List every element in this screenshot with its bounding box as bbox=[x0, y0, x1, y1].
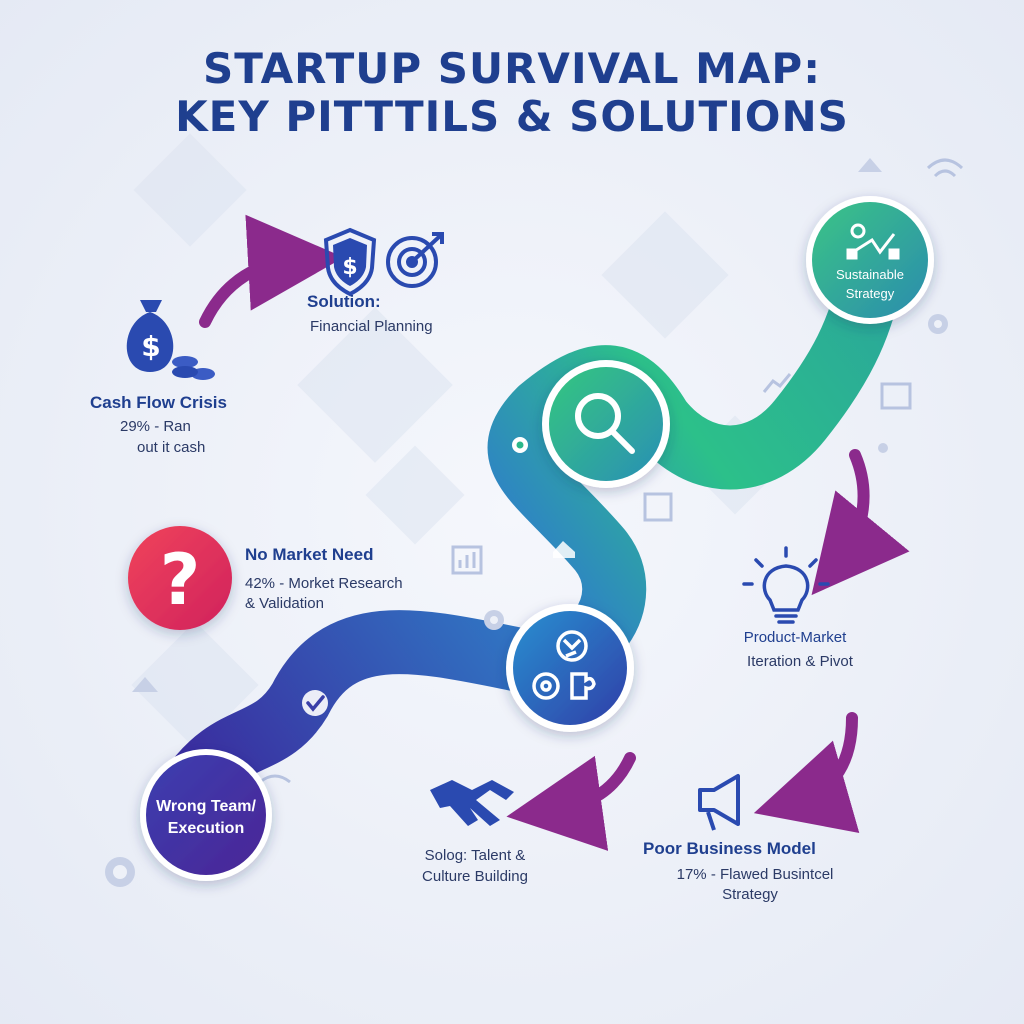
handshake-icon bbox=[430, 780, 514, 826]
ops-circle bbox=[506, 604, 634, 732]
gears-puzzle-icon bbox=[532, 630, 596, 700]
sustainable-line2: Strategy bbox=[845, 286, 895, 301]
market-need-line2: & Validation bbox=[245, 595, 324, 612]
wrong-team-circle bbox=[140, 749, 272, 881]
tent-icons bbox=[132, 158, 882, 692]
gear-icons bbox=[105, 314, 948, 887]
business-model-line2: Strategy bbox=[722, 886, 778, 903]
connector-arrows bbox=[199, 214, 910, 851]
survival-road bbox=[158, 248, 902, 822]
talent-line1: Solog: Talent & bbox=[424, 847, 526, 864]
money-bag-icon: $ bbox=[126, 300, 215, 380]
decor-icons bbox=[259, 158, 964, 784]
svg-text:?: ? bbox=[160, 539, 201, 621]
business-model-label: Poor Business Model bbox=[643, 839, 816, 858]
product-market-line2: Iteration & Pivot bbox=[747, 653, 853, 670]
financial-planning-text: Financial Planning bbox=[310, 318, 433, 335]
business-model-line1: 17% - Flawed Busintcel bbox=[676, 866, 834, 883]
search-circle bbox=[542, 360, 670, 488]
wrong-team-line1: Wrong Team/ bbox=[156, 798, 256, 815]
megaphone-icon bbox=[698, 774, 740, 831]
checkmark-icon bbox=[302, 690, 328, 716]
cash-flow-line2: out it cash bbox=[137, 439, 206, 456]
sustainable-line1: Sustainable bbox=[836, 267, 904, 282]
cash-flow-line1: 29% - Ran bbox=[120, 418, 191, 435]
market-need-label: No Market Need bbox=[245, 545, 374, 564]
svg-text:$: $ bbox=[141, 330, 160, 363]
solution-label: Solution: bbox=[307, 292, 381, 311]
title-line-1: STARTUP SURVIVAL MAP: bbox=[202, 44, 821, 93]
wrong-team-line2: Execution bbox=[167, 820, 245, 837]
target-icon bbox=[386, 232, 444, 288]
road-chevron-icon bbox=[553, 541, 575, 558]
question-icon: ? bbox=[128, 526, 232, 630]
spark-icon bbox=[512, 437, 528, 453]
strategy-icon bbox=[846, 223, 900, 260]
product-market-line1: Product-Market bbox=[743, 629, 847, 646]
talent-line2: Culture Building bbox=[422, 868, 528, 885]
shield-dollar-icon: $ bbox=[323, 227, 377, 297]
cash-flow-label: Cash Flow Crisis bbox=[90, 393, 227, 412]
magnifier-icon bbox=[575, 393, 635, 454]
lightbulb-icon bbox=[742, 546, 830, 624]
sustainable-strategy-circle bbox=[806, 196, 934, 324]
svg-text:$: $ bbox=[342, 255, 357, 280]
market-need-line1: 42% - Morket Research bbox=[245, 575, 403, 592]
title-line-2: KEY PITTTILS & SOLUTIONS bbox=[175, 92, 849, 141]
